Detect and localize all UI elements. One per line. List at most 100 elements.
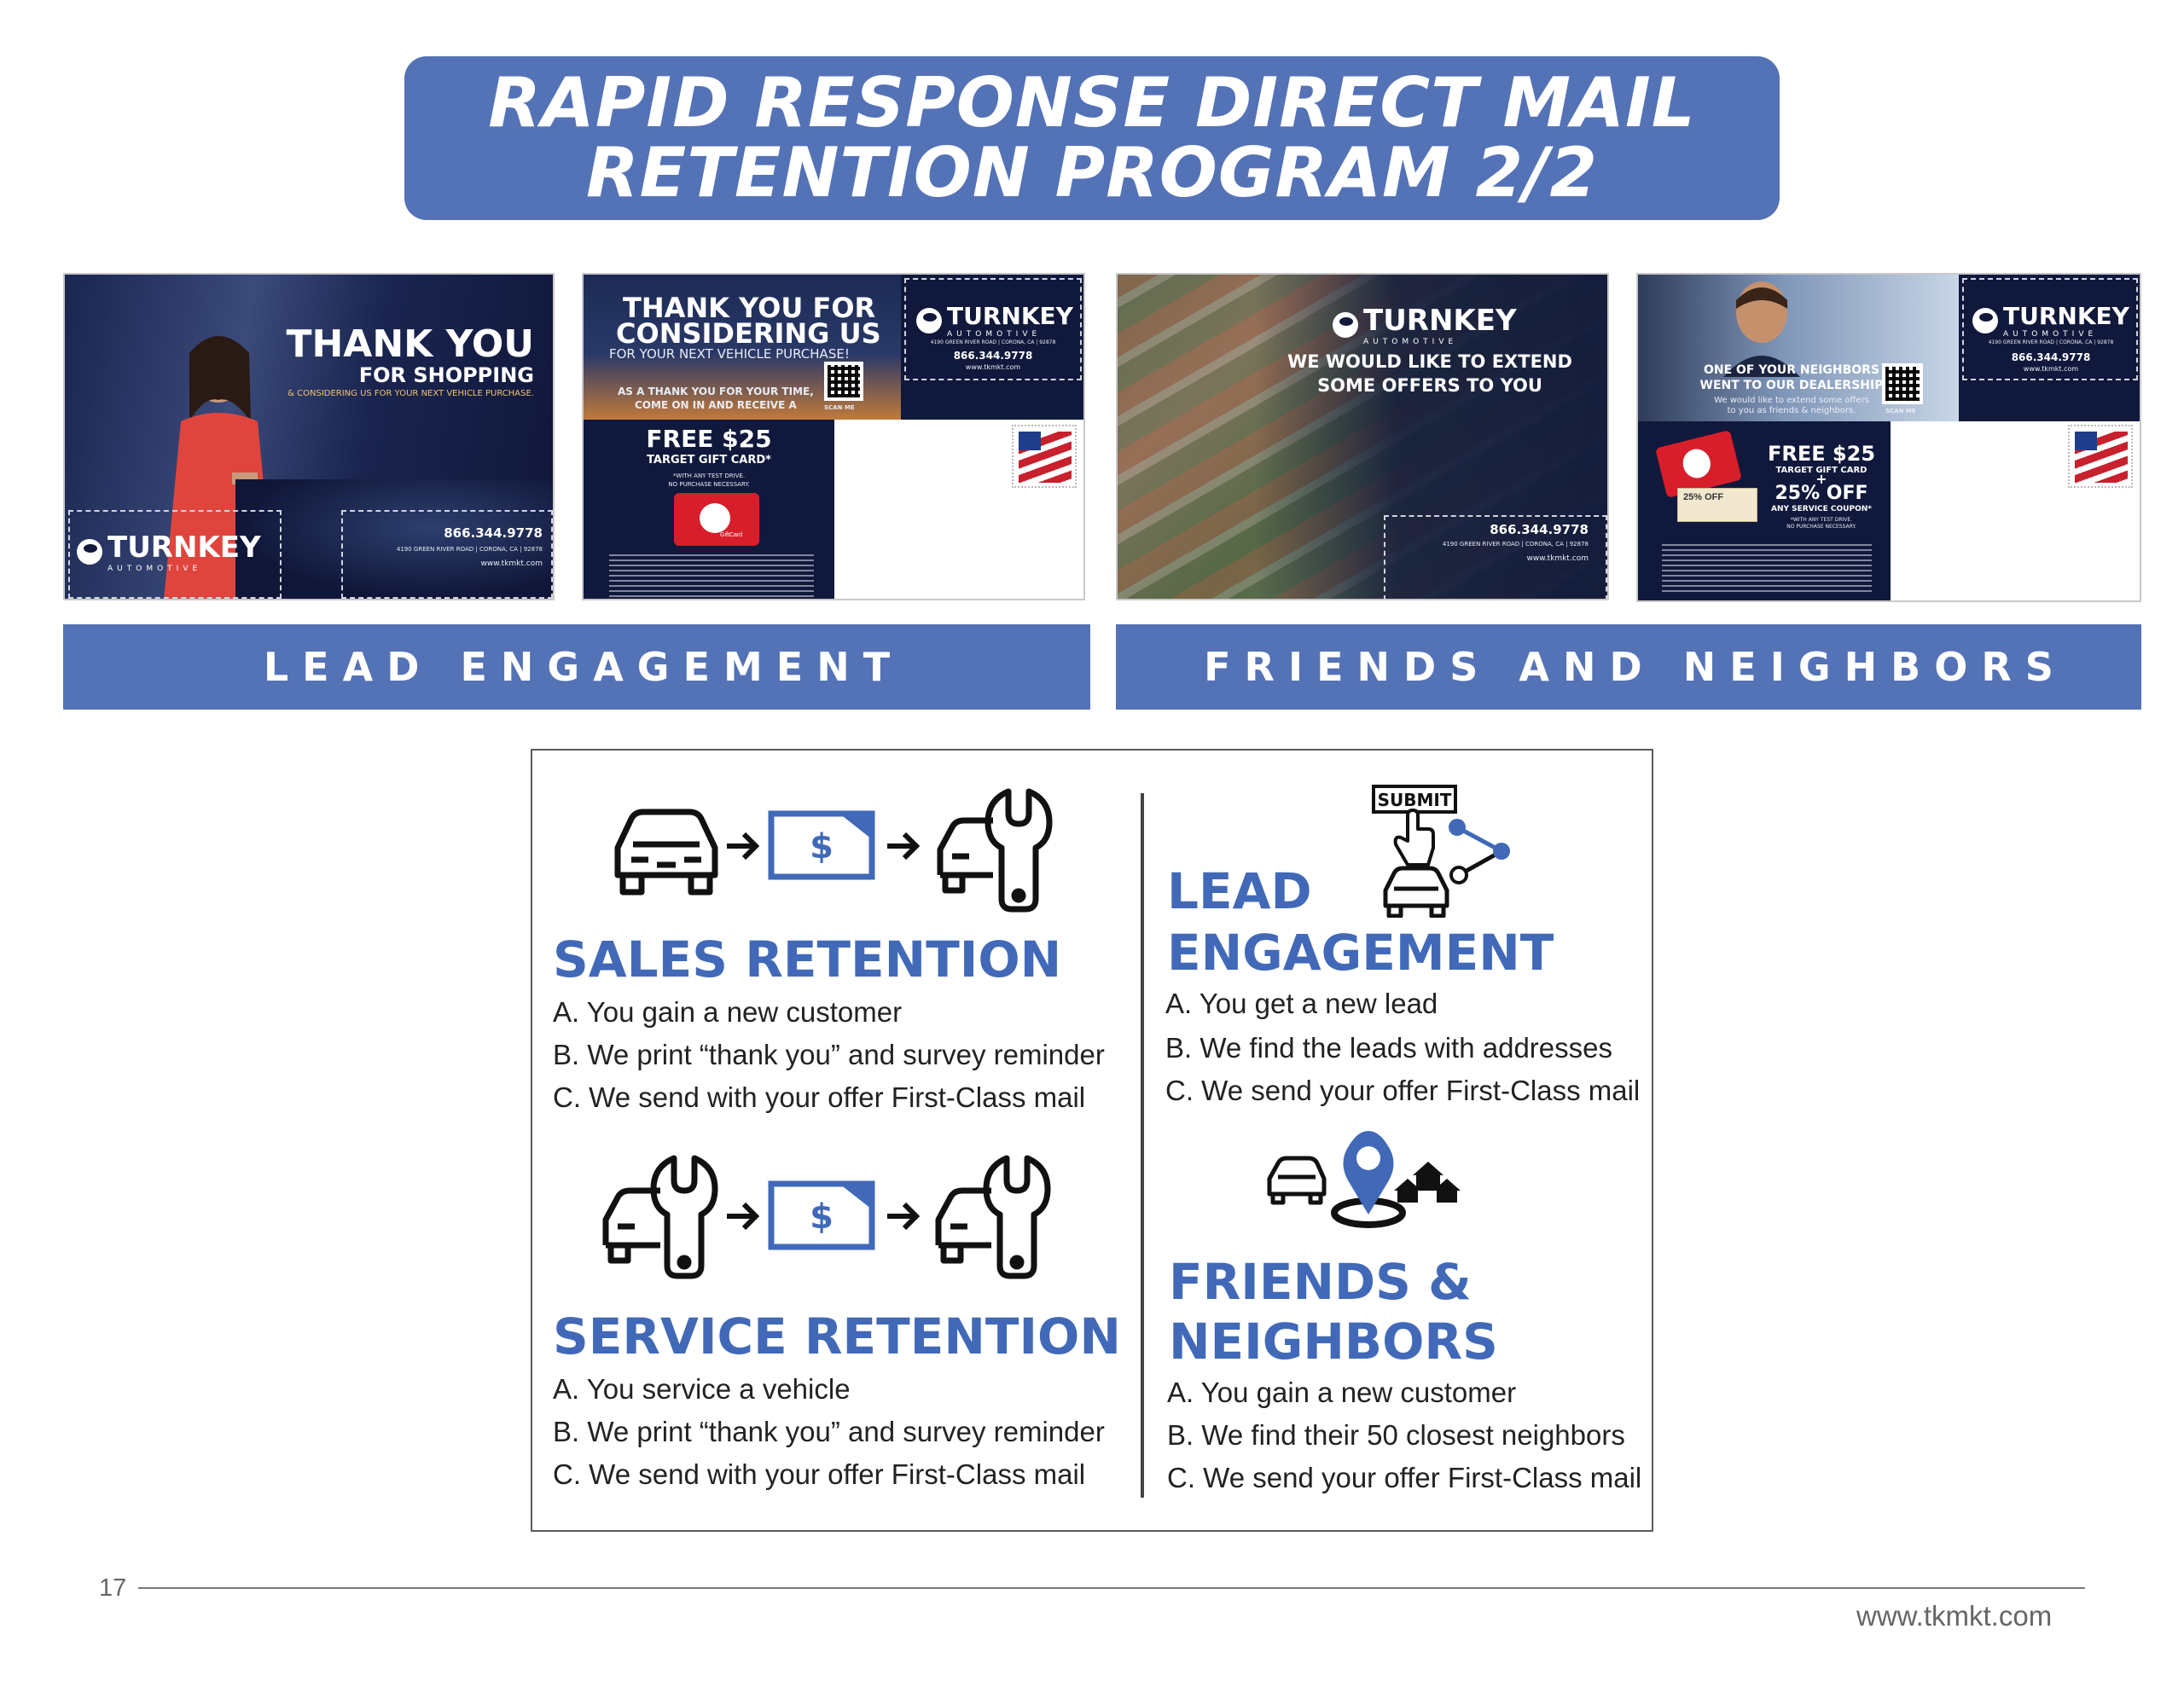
lead-engagement-label: L E A D E N G A G E M E N T: [263, 644, 891, 690]
postcard-lead-back: THANK YOU FOR CONSIDERING US FOR YOUR NE…: [582, 273, 1085, 600]
friends-neighbors-bar: F R I E N D S A N D N E I G H B O R S: [1116, 624, 2141, 710]
sales-retention-icon-row: $: [614, 788, 1053, 913]
logo-panel: [1959, 275, 2140, 421]
postcard-subheadline: FOR SHOPPING: [358, 363, 534, 387]
website-text: www.tkmkt.com: [1526, 554, 1589, 563]
scan-label: SCAN ME: [824, 404, 855, 411]
website-text: www.tkmkt.com: [965, 363, 1021, 371]
houses-icon: [1394, 1162, 1461, 1203]
friends-headline-1: WE WOULD LIKE TO EXTEND: [1287, 351, 1572, 372]
title-banner: RAPID RESPONSE DIRECT MAIL RETENTION PRO…: [404, 56, 1780, 220]
phone-number: 866.344.9778: [444, 525, 543, 541]
fine-print-2: NO PURCHASE NECESSARY.: [1786, 524, 1856, 530]
service-item-a: A. You service a vehicle: [553, 1373, 851, 1405]
arrow-right-icon: [727, 1202, 760, 1231]
car-wrench-icon: [602, 1155, 718, 1279]
lead-engagement-heading-1: LEAD: [1167, 862, 1312, 920]
friends-neighbors-heading-1: FRIENDS &: [1169, 1253, 1472, 1311]
friends-item-b: B. We find their 50 closest neighbors: [1167, 1419, 1625, 1451]
service-item-c: C. We send with your offer First-Class m…: [553, 1458, 1086, 1490]
driver-figure: [1723, 281, 1800, 377]
lead-item-b: B. We find the leads with addresses: [1165, 1032, 1613, 1064]
offer-1-subtitle: TARGET GIFT CARD: [1775, 466, 1867, 475]
dollar-sign: $: [810, 827, 834, 867]
postcard-lead-front: THANK YOU FOR SHOPPING & CONSIDERING US …: [63, 273, 555, 600]
footer-website[interactable]: www.tkmkt.com: [1856, 1600, 2053, 1632]
submit-button-icon: SUBMIT: [1372, 785, 1457, 814]
fine-print-2: NO PURCHASE NECESSARY.: [668, 481, 750, 488]
logo-panel-border: [904, 278, 1082, 380]
blue-overlay: [1254, 275, 1607, 599]
turnkey-logo-icon: [1333, 312, 1358, 338]
network-icon: [1449, 819, 1510, 884]
turnkey-logo-icon: [916, 307, 942, 333]
lead-item-a: A. You get a new lead: [1165, 988, 1438, 1019]
legal-text: [609, 553, 814, 597]
neighbors-subhead-1: We would like to extend some offers: [1714, 396, 1869, 405]
turnkey-logo-icon: [77, 539, 102, 565]
offer-subtitle: TARGET GIFT CARD*: [647, 454, 771, 467]
neighbors-headline-1: ONE OF YOUR NEIGHBORS: [1703, 363, 1880, 377]
brand-tagline: AUTOMOTIVE: [2003, 330, 2098, 339]
back-headline-2: CONSIDERING US: [616, 317, 881, 350]
brand-tagline: AUTOMOTIVE: [107, 565, 202, 573]
arrow-right-icon: [887, 1202, 921, 1231]
lead-submit-icon: SUBMIT: [1372, 785, 1510, 918]
logo-box: [68, 510, 282, 599]
service-retention-icon-row: $: [602, 1155, 1051, 1279]
dollar-card-icon: $: [768, 810, 875, 880]
offer-intro-1: AS A THANK YOU FOR YOUR TIME,: [618, 386, 814, 397]
offer-title: FREE $25: [646, 425, 772, 453]
brand-name: TURNKEY: [947, 302, 1073, 330]
legal-text: [1662, 541, 1872, 592]
panel-divider: [1141, 793, 1144, 1498]
service-retention-heading: SERVICE RETENTION: [553, 1307, 1121, 1365]
brand-tagline: AUTOMOTIVE: [947, 330, 1042, 339]
service-item-b: B. We print “thank you” and survey remin…: [553, 1416, 1105, 1447]
back-subhead: FOR YOUR NEXT VEHICLE PURCHASE!: [609, 346, 850, 362]
submit-label: SUBMIT: [1378, 790, 1452, 810]
postcard-tagline: & CONSIDERING US FOR YOUR NEXT VEHICLE P…: [288, 389, 534, 398]
address-box: [1384, 515, 1607, 599]
dollar-card-icon: $: [768, 1180, 875, 1250]
sales-item-c: C. We send with your offer First-Class m…: [553, 1081, 1086, 1113]
postcard-headline: THANK YOU: [286, 322, 534, 366]
lead-engagement-bar: L E A D E N G A G E M E N T: [63, 624, 1090, 710]
friends-item-c: C. We send your offer First-Class mail: [1167, 1462, 1642, 1493]
car-silhouette: [235, 479, 553, 599]
brand-name: TURNKEY: [2003, 302, 2129, 330]
friends-location-icon: [1267, 1131, 1461, 1228]
postcard-friends-back: ONE OF YOUR NEIGHBORS WENT TO OUR DEALER…: [1636, 273, 2141, 602]
hand-pointer-icon: [1393, 809, 1435, 867]
brand-tagline: AUTOMOTIVE: [1363, 338, 1458, 346]
title-line-1: RAPID RESPONSE DIRECT MAIL: [488, 63, 1696, 142]
brand-name: TURNKEY: [107, 530, 261, 565]
service-coupon-image: 25% OFF: [1677, 488, 1757, 522]
sales-item-b: B. We print “thank you” and survey remin…: [553, 1039, 1105, 1070]
gift-card-label: GiftCard: [720, 532, 743, 538]
back-headline-1: THANK YOU FOR: [623, 292, 876, 324]
target-gift-card-image: [674, 493, 759, 546]
address-text: 4190 GREEN RIVER ROAD | CORONA, CA | 928…: [930, 339, 1056, 345]
lead-engagement-heading-2: ENGAGEMENT: [1167, 924, 1554, 982]
lead-item-c: C. We send your offer First-Class mail: [1165, 1075, 1641, 1106]
friends-headline-2: SOME OFFERS TO YOU: [1317, 375, 1542, 396]
fine-print-1: *WITH ANY TEST DRIVE.: [672, 472, 746, 479]
address-box: [341, 510, 553, 599]
fine-print-1: *WITH ANY TEST DRIVE.: [1790, 517, 1853, 523]
friends-neighbors-heading-2: NEIGHBORS: [1169, 1313, 1498, 1371]
friends-item-a: A. You gain a new customer: [1167, 1377, 1517, 1408]
logo-panel: [901, 275, 1083, 420]
car-wrench-icon: [935, 1155, 1051, 1279]
offer-intro-2: COME ON IN AND RECEIVE A: [635, 399, 797, 411]
turnkey-logo-icon: [1972, 307, 1998, 333]
offer-1-title: FREE $25: [1767, 442, 1876, 466]
friends-neighbors-label: F R I E N D S A N D N E I G H B O R S: [1204, 644, 2053, 690]
phone-number: 866.344.9778: [953, 350, 1033, 362]
car-wrench-icon: [937, 788, 1053, 913]
neighbors-headline-2: WENT TO OUR DEALERSHIP: [1699, 379, 1884, 392]
